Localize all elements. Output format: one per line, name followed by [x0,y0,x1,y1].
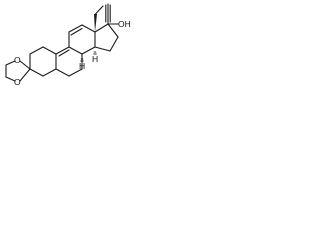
ring-b [55,46,83,77]
ketal-oxygen-bottom-label: O [14,77,21,87]
ring-c [68,24,96,55]
stereo-hydrogen-8-hash [80,58,84,62]
stereo-hydrogen-14-hash [93,51,97,55]
chemical-structure-diagram: OH O O H H [5,3,131,87]
ethyl-group [94,5,104,32]
ethynyl-group [105,3,111,25]
stereo-hydrogen-8-label: H [79,61,85,71]
dioxolane-ring [5,60,31,82]
ring-d [94,23,119,52]
ring-a [29,46,57,77]
stereo-hydrogen-14-label: H [92,54,98,64]
ketal-oxygen-top-label: O [14,55,21,65]
hydroxyl-label: OH [118,19,131,29]
